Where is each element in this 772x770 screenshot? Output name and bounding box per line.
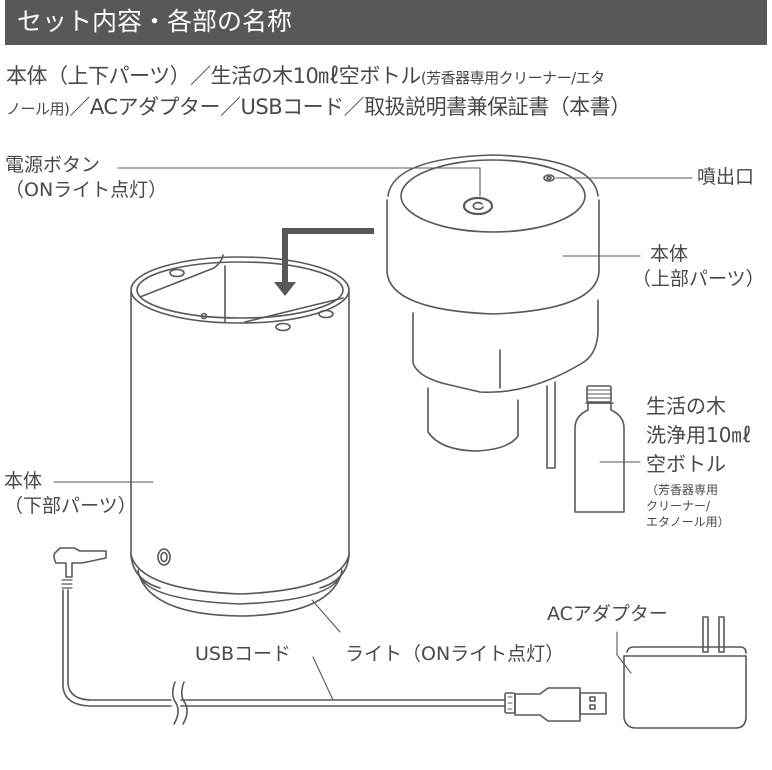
assembly-arrow-icon xyxy=(282,228,374,285)
set-contents-list: 本体（上下パーツ）／生活の木10㎖空ボトル(芳香器専用クリーナー/エタ ノール用… xyxy=(6,62,766,124)
usb-cord-label: USBコード xyxy=(195,643,292,665)
arrow-head-icon xyxy=(274,282,296,296)
contents-line1-main: 本体（上下パーツ）／生活の木10㎖空ボトル xyxy=(6,64,421,88)
leader-lines xyxy=(53,167,693,701)
contents-line1-note: (芳香器専用クリーナー/エタ xyxy=(420,69,605,87)
dc-plug-illustration xyxy=(53,547,172,707)
cord-break-mark xyxy=(171,681,188,725)
contents-line2-note: ノール用) xyxy=(6,100,70,118)
section-header: セット内容・各部の名称 xyxy=(5,0,767,45)
light-label: ライト（ONライト点灯） xyxy=(345,643,565,665)
upper-body-label: 本体 （上部パーツ） xyxy=(632,243,765,290)
power-button-label: 電源ボタン （ONライト点灯） xyxy=(5,154,168,201)
lower-body-label: 本体 （下部パーツ） xyxy=(4,470,137,517)
section-title: セット内容・各部の名称 xyxy=(17,7,293,36)
ac-adapter-label: ACアダプター xyxy=(547,603,668,625)
bottle-illustration xyxy=(574,385,625,513)
usb-plug-illustration xyxy=(504,687,607,722)
lower-body-illustration xyxy=(130,254,350,617)
upper-body-illustration xyxy=(386,154,600,469)
bottle-label: 生活の木 洗浄用10㎖ 空ボトル （芳香器専用 クリーナー/ エタノール用） xyxy=(646,394,752,529)
outlet-label: 噴出口 xyxy=(697,166,755,188)
contents-line2-main: ／ACアダプター／USBコード／取扱説明書兼保証書（本書） xyxy=(69,95,631,119)
ac-adapter-illustration xyxy=(623,616,747,729)
